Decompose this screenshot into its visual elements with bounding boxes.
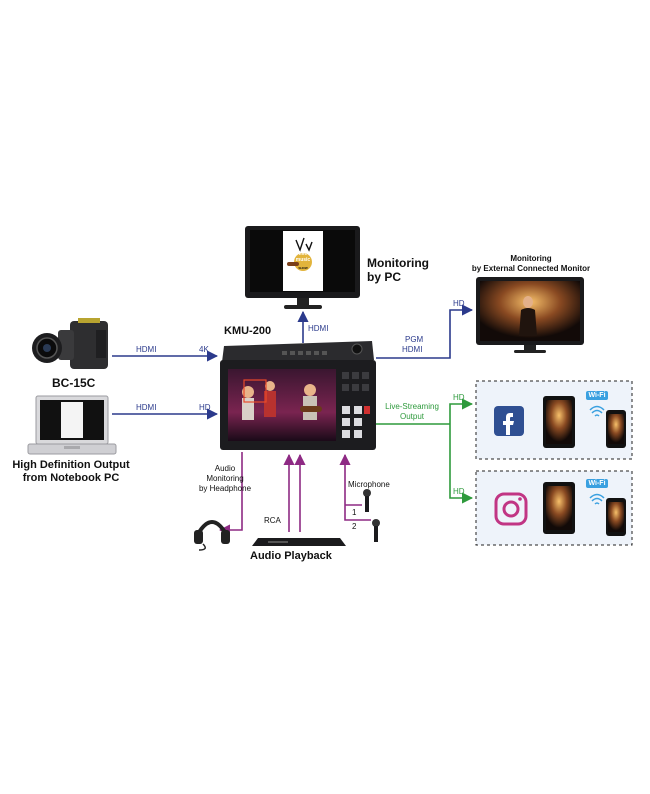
headphone [194,520,230,551]
instagram-hd-label: HD [453,487,465,496]
audio-player [252,538,346,546]
notebook-pc [27,395,117,455]
microphones [363,489,380,542]
camera-bc15c [32,318,108,369]
wifi-badge-text: Wi-Fi [588,392,606,399]
camera-res-label: 4K [199,345,209,354]
facebook-stream-box [475,380,633,460]
ext-monitor-label-line1: Monitoring [510,254,552,263]
wifi-icon [586,391,608,417]
notebook-res-label: HD [199,403,211,412]
pgm-label-line2: HDMI [402,345,423,354]
camera-hdmi-label: HDMI [136,345,157,354]
screen-badge-line1: live [298,251,308,257]
audio-lines [218,452,371,536]
wifi-icon [586,479,608,505]
pc-monitor [245,226,360,309]
rca-label: RCA [264,516,281,525]
external-monitor [476,277,584,353]
stream-lines [376,398,474,504]
pc-monitor-label-line2: by PC [367,270,402,284]
stream-label-line1: Live-Streaming [385,402,439,411]
notebook-name-line1: High Definition Output [12,459,130,471]
ext-hd-label: HD [453,299,465,308]
instagram-stream-box [475,470,633,546]
stream-label-line2: Output [399,412,424,421]
screen-badge-line2: music [295,257,311,263]
pgm-label-line1: PGM [405,335,424,344]
screen-badge-line3: SHOW [298,266,308,270]
hdmi-lines [112,304,474,420]
facebook-hd-label: HD [453,393,465,402]
audio-playback-label: Audio Playback [250,550,332,562]
ext-monitor-label-line2: by External Connected Monitor [471,264,591,273]
kmu200-unit [220,341,376,450]
microphone-label: Microphone [348,480,390,489]
pc-hdmi-label: HDMI [308,324,329,333]
pc-monitor-label-line1: Monitoring [367,256,429,270]
wifi-badge-text: Wi-Fi [588,480,606,487]
audio-mon-label-line2: Monitoring [206,474,244,483]
audio-mon-label-line1: Audio [214,464,236,473]
main-unit-name: KMU-200 [224,325,272,337]
mic1-label: 1 [352,508,357,517]
notebook-name-line2: from Notebook PC [22,472,120,484]
audio-mon-label-line3: by Headphone [198,484,252,493]
notebook-hdmi-label: HDMI [136,403,157,412]
camera-name: BC-15C [52,376,96,390]
mic2-label: 2 [352,522,357,531]
